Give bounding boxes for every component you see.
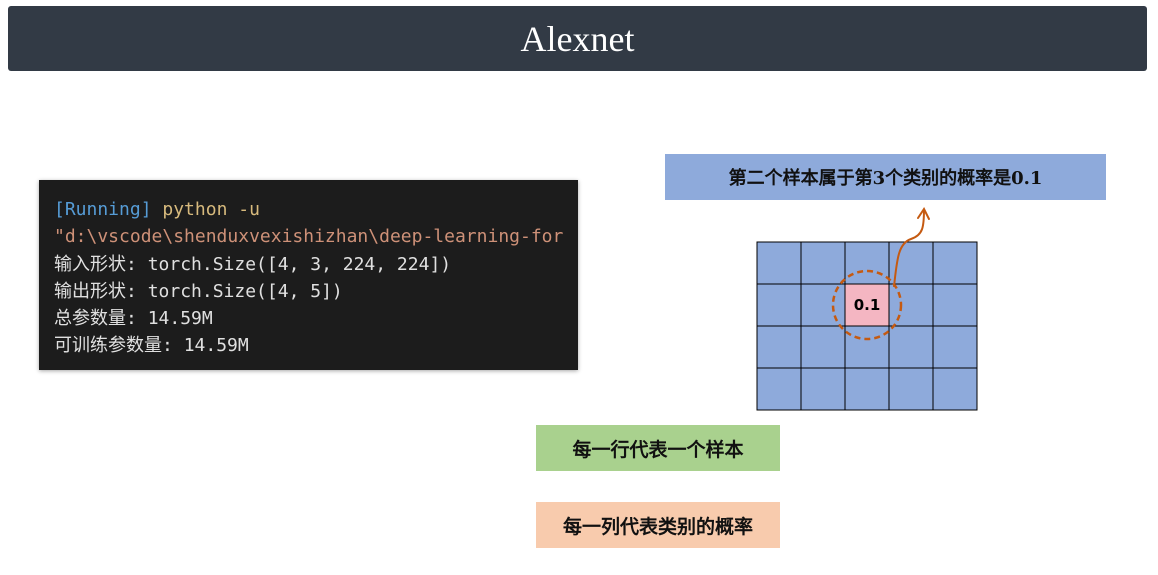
- script-path: "d:\vscode\shenduxvexishizhan\deep-learn…: [54, 226, 564, 248]
- highlight-circle: [831, 269, 903, 341]
- terminal-lines: [Running] python -u "d:\vscode\shenduxve…: [54, 196, 563, 360]
- matrix-cell: [844, 241, 890, 285]
- terminal-line-trainable-params: 可训练参数量: 14.59M: [54, 332, 563, 359]
- row-caption: 每一行代表一个样本: [536, 425, 780, 471]
- terminal-line-input-shape: 输入形状: torch.Size([4, 3, 224, 224]): [54, 251, 563, 278]
- terminal-output-panel: [Running] python -u "d:\vscode\shenduxve…: [39, 180, 578, 370]
- running-tag: [Running]: [54, 199, 152, 220]
- total-params-label: 总参数量:: [54, 308, 148, 330]
- column-caption: 每一列代表类别的概率: [536, 502, 780, 548]
- matrix-cell: [800, 241, 846, 285]
- matrix-cell: [756, 325, 802, 369]
- matrix-cell: [844, 367, 890, 411]
- matrix-cell: [756, 367, 802, 411]
- input-shape-label: 输入形状:: [54, 253, 148, 275]
- terminal-line-path: "d:\vscode\shenduxvexishizhan\deep-learn…: [54, 223, 563, 250]
- input-shape-value: torch.Size([4, 3, 224, 224]): [147, 253, 452, 275]
- highlight-cell-value: 0.1: [854, 296, 881, 314]
- output-shape-value: torch.Size([4, 5]): [147, 280, 343, 302]
- total-params-value: 14.59M: [147, 308, 213, 330]
- terminal-line-output-shape: 输出形状: torch.Size([4, 5]): [54, 278, 563, 305]
- matrix-cell: [932, 325, 978, 369]
- trainable-params-value: 14.59M: [183, 335, 249, 357]
- matrix-cell: [800, 283, 846, 327]
- matrix-cell: [932, 283, 978, 327]
- matrix-cell: [756, 283, 802, 327]
- matrix-cell: [932, 367, 978, 411]
- matrix-cells: [756, 241, 978, 411]
- terminal-line-total-params: 总参数量: 14.59M: [54, 305, 563, 332]
- terminal-line-command: [Running] python -u: [54, 196, 563, 223]
- slide-title: Alexnet: [8, 6, 1147, 71]
- matrix-cell: [932, 241, 978, 285]
- pointer-arrow: [893, 208, 925, 288]
- matrix-cell: [888, 367, 934, 411]
- trainable-params-label: 可训练参数量:: [54, 335, 184, 357]
- matrix-cell: [756, 241, 802, 285]
- highlight-caption: 第二个样本属于第3个类别的概率是0.1: [665, 154, 1106, 200]
- output-shape-label: 输出形状:: [54, 280, 148, 302]
- matrix-cell: [844, 325, 890, 369]
- matrix-cell: [888, 325, 934, 369]
- matrix-cell: [800, 367, 846, 411]
- run-command: python -u: [151, 199, 260, 220]
- matrix-cell: [888, 283, 934, 327]
- pointer-arrowhead: [917, 207, 930, 220]
- matrix-cell-highlighted: [844, 283, 890, 327]
- matrix-cell: [800, 325, 846, 369]
